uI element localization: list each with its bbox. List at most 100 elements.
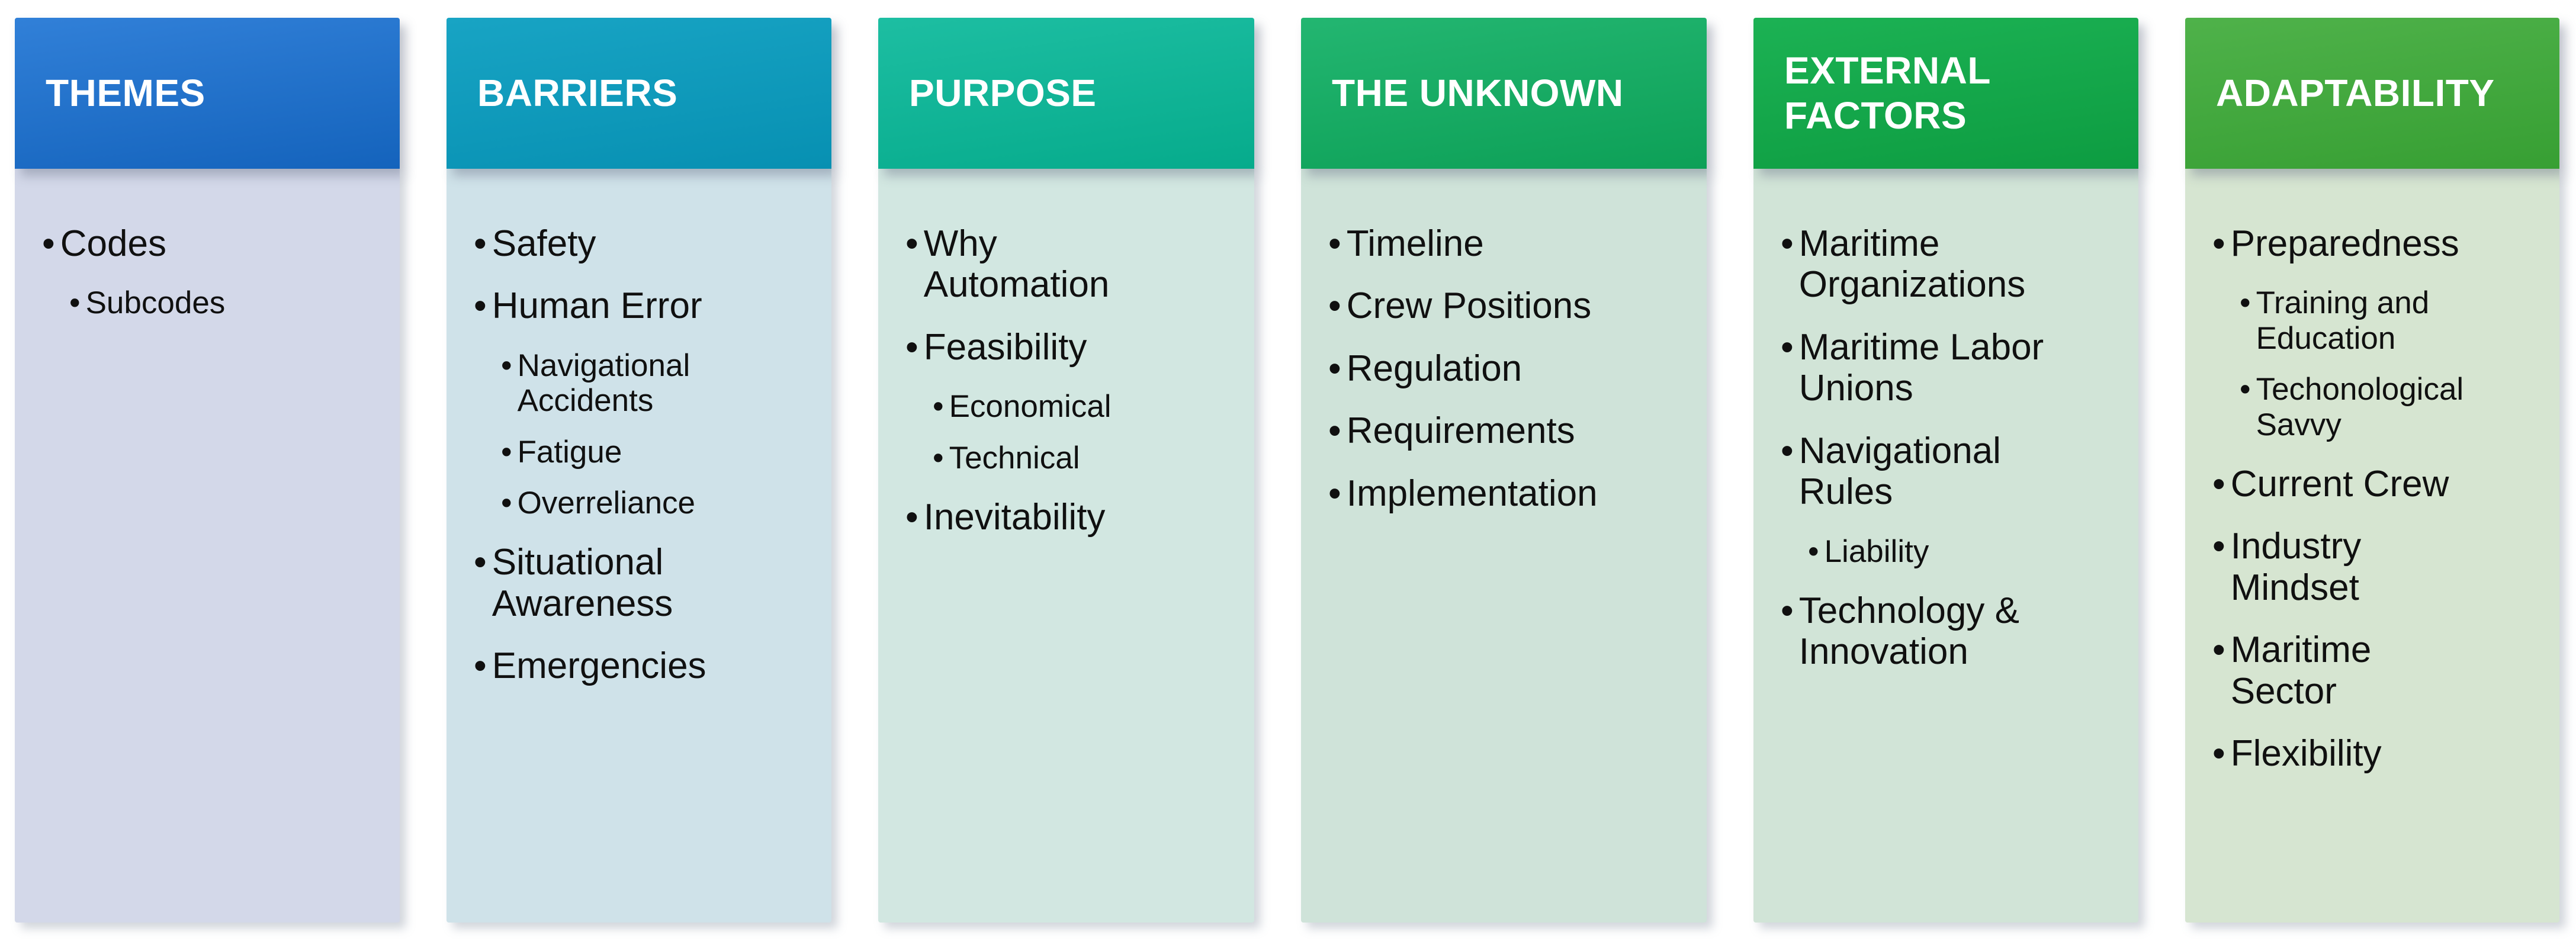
bullet-icon: • — [2212, 629, 2225, 671]
item-text: Crew Positions — [1346, 285, 1592, 327]
item-text: Preparedness — [2230, 223, 2459, 264]
list-item: •Safety — [474, 223, 814, 264]
column-header-adaptability: ADAPTABILITY — [2185, 18, 2559, 169]
list-item: •Liability — [1808, 534, 2121, 569]
item-text: Flexibility — [2230, 733, 2382, 775]
list-item: •Preparedness — [2212, 223, 2542, 264]
bullet-icon: • — [501, 348, 512, 383]
column-body-adaptability: •Preparedness•Training and Education•Tec… — [2185, 169, 2559, 923]
bullet-icon: • — [2240, 372, 2251, 407]
item-text: Feasibility — [923, 326, 1087, 368]
item-text: Current Crew — [2230, 463, 2449, 504]
column-body-external-factors: •Maritime Organizations•Maritime Labor U… — [1753, 169, 2138, 923]
column-title: ADAPTABILITY — [2216, 71, 2495, 114]
bullet-icon: • — [1781, 590, 1794, 631]
item-text: Human Error — [492, 285, 702, 327]
item-text: Navigational Rules — [1798, 430, 2001, 513]
bullet-icon: • — [474, 645, 487, 687]
bullet-icon: • — [933, 440, 944, 475]
item-text: Technology & Innovation — [1798, 590, 2019, 673]
column-body-purpose: •Why Automation•Feasibility•Economical•T… — [878, 169, 1254, 923]
bullet-icon: • — [2212, 223, 2225, 264]
item-text: Maritime Labor Unions — [1798, 326, 2044, 409]
item-list: •Preparedness•Training and Education•Tec… — [2212, 223, 2542, 775]
item-list: •Safety•Human Error•Navigational Acciden… — [474, 223, 814, 687]
column-barriers: BARRIERS •Safety•Human Error•Navigationa… — [447, 18, 831, 923]
bullet-icon: • — [2212, 733, 2225, 775]
column-the-unknown: THE UNKNOWN •Timeline•Crew Positions•Reg… — [1301, 18, 1707, 923]
column-body-themes: •Codes•Subcodes — [15, 169, 400, 923]
column-body-the-unknown: •Timeline•Crew Positions•Regulation•Requ… — [1301, 169, 1707, 923]
list-item: •Techonological Savvy — [2240, 372, 2542, 442]
column-title: PURPOSE — [909, 71, 1097, 114]
item-text: Technical — [949, 440, 1080, 475]
item-text: Safety — [492, 223, 596, 264]
bullet-icon: • — [474, 285, 487, 327]
item-text: Navigational Accidents — [517, 348, 690, 419]
item-text: Emergencies — [492, 645, 706, 687]
bullet-icon: • — [501, 485, 512, 520]
list-item: •Subcodes — [69, 285, 382, 320]
list-item: •Navigational Rules — [1781, 430, 2121, 513]
item-text: Subcodes — [85, 285, 226, 321]
bullet-icon: • — [2212, 526, 2225, 567]
item-text: Why Automation — [923, 223, 1110, 306]
list-item: •Economical — [933, 389, 1236, 424]
item-text: Maritime Sector — [2230, 629, 2372, 712]
item-text: Requirements — [1346, 410, 1575, 452]
item-text: Fatigue — [517, 434, 622, 470]
bullet-icon: • — [1328, 348, 1341, 389]
list-item: •Fatigue — [501, 435, 814, 470]
list-item: •Timeline — [1328, 223, 1689, 264]
bullet-icon: • — [905, 223, 918, 264]
column-purpose: PURPOSE •Why Automation•Feasibility•Econ… — [878, 18, 1254, 923]
bullet-icon: • — [1808, 534, 1819, 569]
item-text: Inevitability — [923, 497, 1106, 538]
list-item: •Technical — [933, 441, 1236, 475]
item-list: •Timeline•Crew Positions•Regulation•Requ… — [1328, 223, 1689, 514]
column-title: BARRIERS — [477, 71, 678, 114]
columns-row: THEMES •Codes•Subcodes BARRIERS •Safety•… — [15, 18, 2559, 923]
item-text: Situational Awareness — [492, 542, 673, 624]
bullet-icon: • — [1781, 223, 1794, 264]
list-item: •Training and Education — [2240, 285, 2542, 356]
column-header-barriers: BARRIERS — [447, 18, 831, 169]
item-text: Industry Mindset — [2230, 526, 2362, 608]
bullet-icon: • — [1328, 285, 1341, 327]
column-title: THE UNKNOWN — [1332, 71, 1624, 114]
list-item: •Regulation — [1328, 348, 1689, 389]
bullet-icon: • — [501, 434, 512, 470]
item-text: Training and Education — [2256, 285, 2430, 356]
item-text: Overreliance — [517, 485, 696, 520]
list-item: •Maritime Labor Unions — [1781, 327, 2121, 409]
column-header-purpose: PURPOSE — [878, 18, 1254, 169]
list-item: •Current Crew — [2212, 464, 2542, 504]
item-text: Implementation — [1346, 473, 1598, 514]
bullet-icon: • — [474, 223, 487, 264]
item-text: Liability — [1824, 534, 1929, 569]
item-text: Regulation — [1346, 348, 1523, 389]
bullet-icon: • — [933, 389, 944, 425]
column-header-themes: THEMES — [15, 18, 400, 169]
bullet-icon: • — [905, 326, 918, 368]
list-item: •Emergencies — [474, 645, 814, 686]
list-item: •Situational Awareness — [474, 542, 814, 624]
bullet-icon: • — [69, 285, 81, 321]
bullet-icon: • — [1781, 326, 1794, 368]
list-item: •Maritime Sector — [2212, 629, 2542, 712]
item-text: Timeline — [1346, 223, 1484, 264]
list-item: •Flexibility — [2212, 733, 2542, 774]
column-external-factors: EXTERNAL FACTORS •Maritime Organizations… — [1753, 18, 2138, 923]
bullet-icon: • — [474, 542, 487, 583]
list-item: •Implementation — [1328, 473, 1689, 514]
item-list: •Why Automation•Feasibility•Economical•T… — [905, 223, 1236, 538]
list-item: •Feasibility — [905, 327, 1236, 368]
list-item: •Codes — [42, 223, 382, 264]
bullet-icon: • — [42, 223, 55, 264]
bullet-icon: • — [905, 497, 918, 538]
list-item: •Navigational Accidents — [501, 348, 814, 419]
list-item: •Industry Mindset — [2212, 526, 2542, 608]
column-title: THEMES — [46, 71, 205, 114]
column-header-external-factors: EXTERNAL FACTORS — [1753, 18, 2138, 169]
bullet-icon: • — [1328, 410, 1341, 452]
